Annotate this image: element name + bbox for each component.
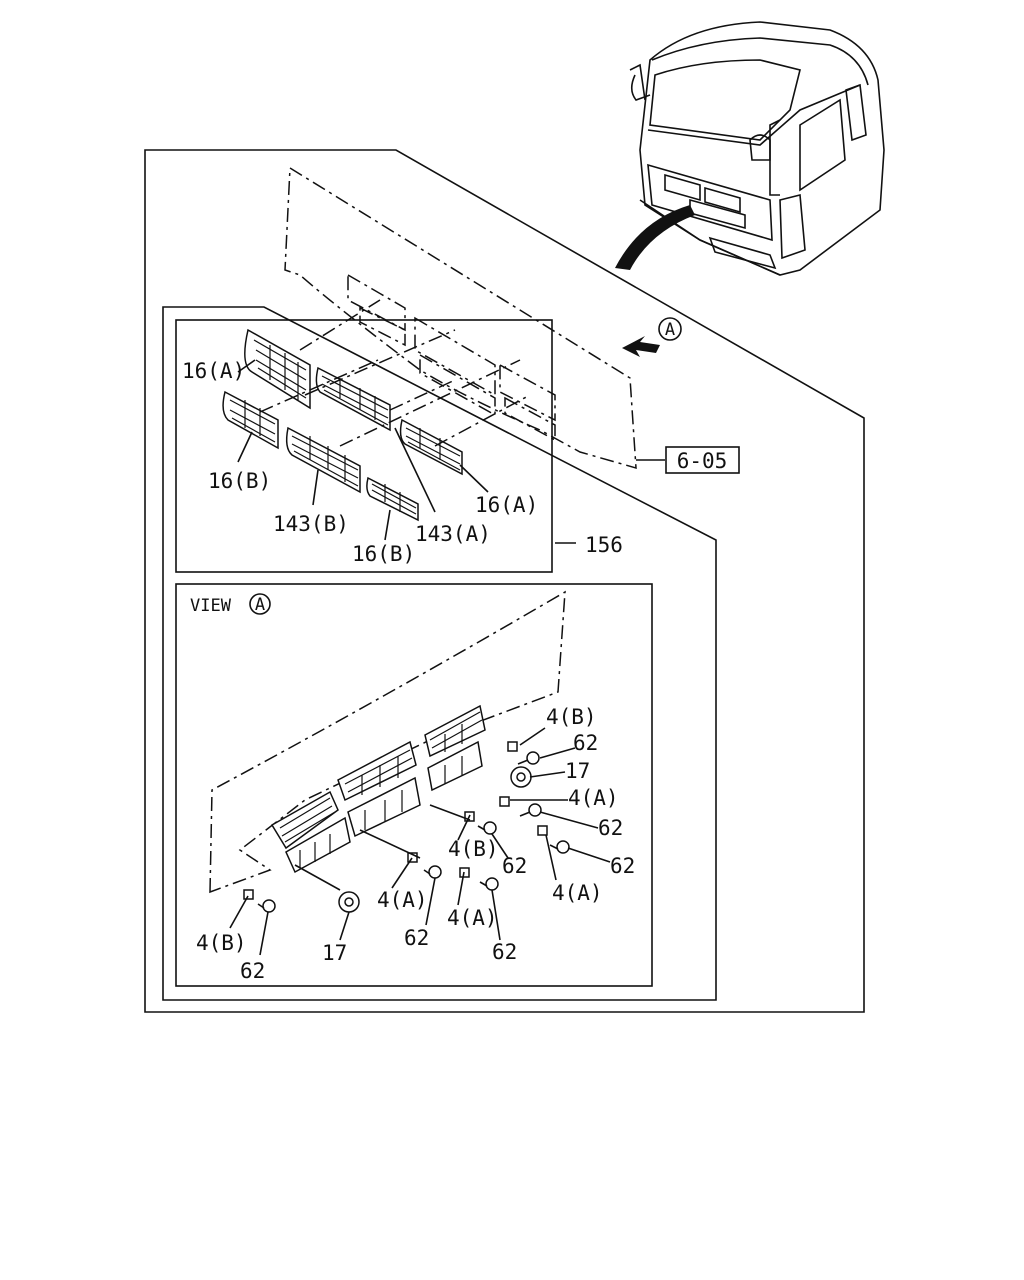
- label-4b-top: 4(B): [546, 705, 597, 729]
- washers: [338, 766, 532, 913]
- grille-16b-bottom: [366, 476, 419, 522]
- label-143b: 143(B): [273, 512, 349, 536]
- view-a-letter: A: [665, 320, 675, 340]
- outer-frame: [144, 149, 865, 1013]
- label-143a: 143(A): [415, 522, 491, 546]
- label-16a-right: 16(A): [475, 493, 538, 517]
- label-4a-mid: 4(A): [377, 888, 428, 912]
- label-62-c: 62: [502, 854, 527, 878]
- grille-16a-right: [399, 418, 463, 476]
- label-17-right: 17: [565, 759, 590, 783]
- label-62-f: 62: [492, 940, 517, 964]
- panel-back-outline: [209, 590, 566, 894]
- view-arrow-curved: [615, 205, 695, 270]
- grille-16a-top: [244, 328, 311, 410]
- label-156: 156: [585, 533, 623, 557]
- view-a-box: [175, 583, 653, 987]
- view-title-circle: [249, 593, 271, 615]
- rear-grille-middle: [337, 740, 421, 838]
- label-4b-mid: 4(B): [448, 837, 499, 861]
- view-a-circle: [658, 317, 682, 341]
- grille-143a: [315, 366, 391, 432]
- label-62-b: 62: [598, 816, 623, 840]
- exploded-view-box: [175, 319, 553, 573]
- grille-143b: [285, 426, 361, 494]
- label-16b-bottom: 16(B): [352, 542, 415, 566]
- grille-panel-outline: [284, 166, 637, 470]
- view-title-letter: A: [255, 595, 265, 615]
- label-16a-top: 16(A): [182, 359, 245, 383]
- label-4a-right: 4(A): [568, 786, 619, 810]
- label-4b-left: 4(B): [196, 931, 247, 955]
- ref-6-05: 6-05: [677, 449, 728, 473]
- label-62-a: 62: [573, 731, 598, 755]
- label-17-left: 17: [322, 941, 347, 965]
- label-16b-left: 16(B): [208, 469, 271, 493]
- rear-grille-left: [270, 790, 351, 874]
- label-4a-low: 4(A): [447, 906, 498, 930]
- assembly-156-frame: [162, 306, 717, 1001]
- label-62-d: 62: [610, 854, 635, 878]
- fastener-bolts: [257, 751, 570, 913]
- view-a-arrow: [622, 336, 660, 357]
- truck-cab-illustration: [629, 21, 885, 276]
- label-4a-far: 4(A): [552, 881, 603, 905]
- rear-grille-right: [424, 704, 486, 792]
- view-title: VIEW: [190, 596, 232, 616]
- label-62-e: 62: [404, 926, 429, 950]
- label-62-g: 62: [240, 959, 265, 983]
- ref-6-05-box: [665, 446, 740, 474]
- grille-16b-left: [222, 390, 279, 450]
